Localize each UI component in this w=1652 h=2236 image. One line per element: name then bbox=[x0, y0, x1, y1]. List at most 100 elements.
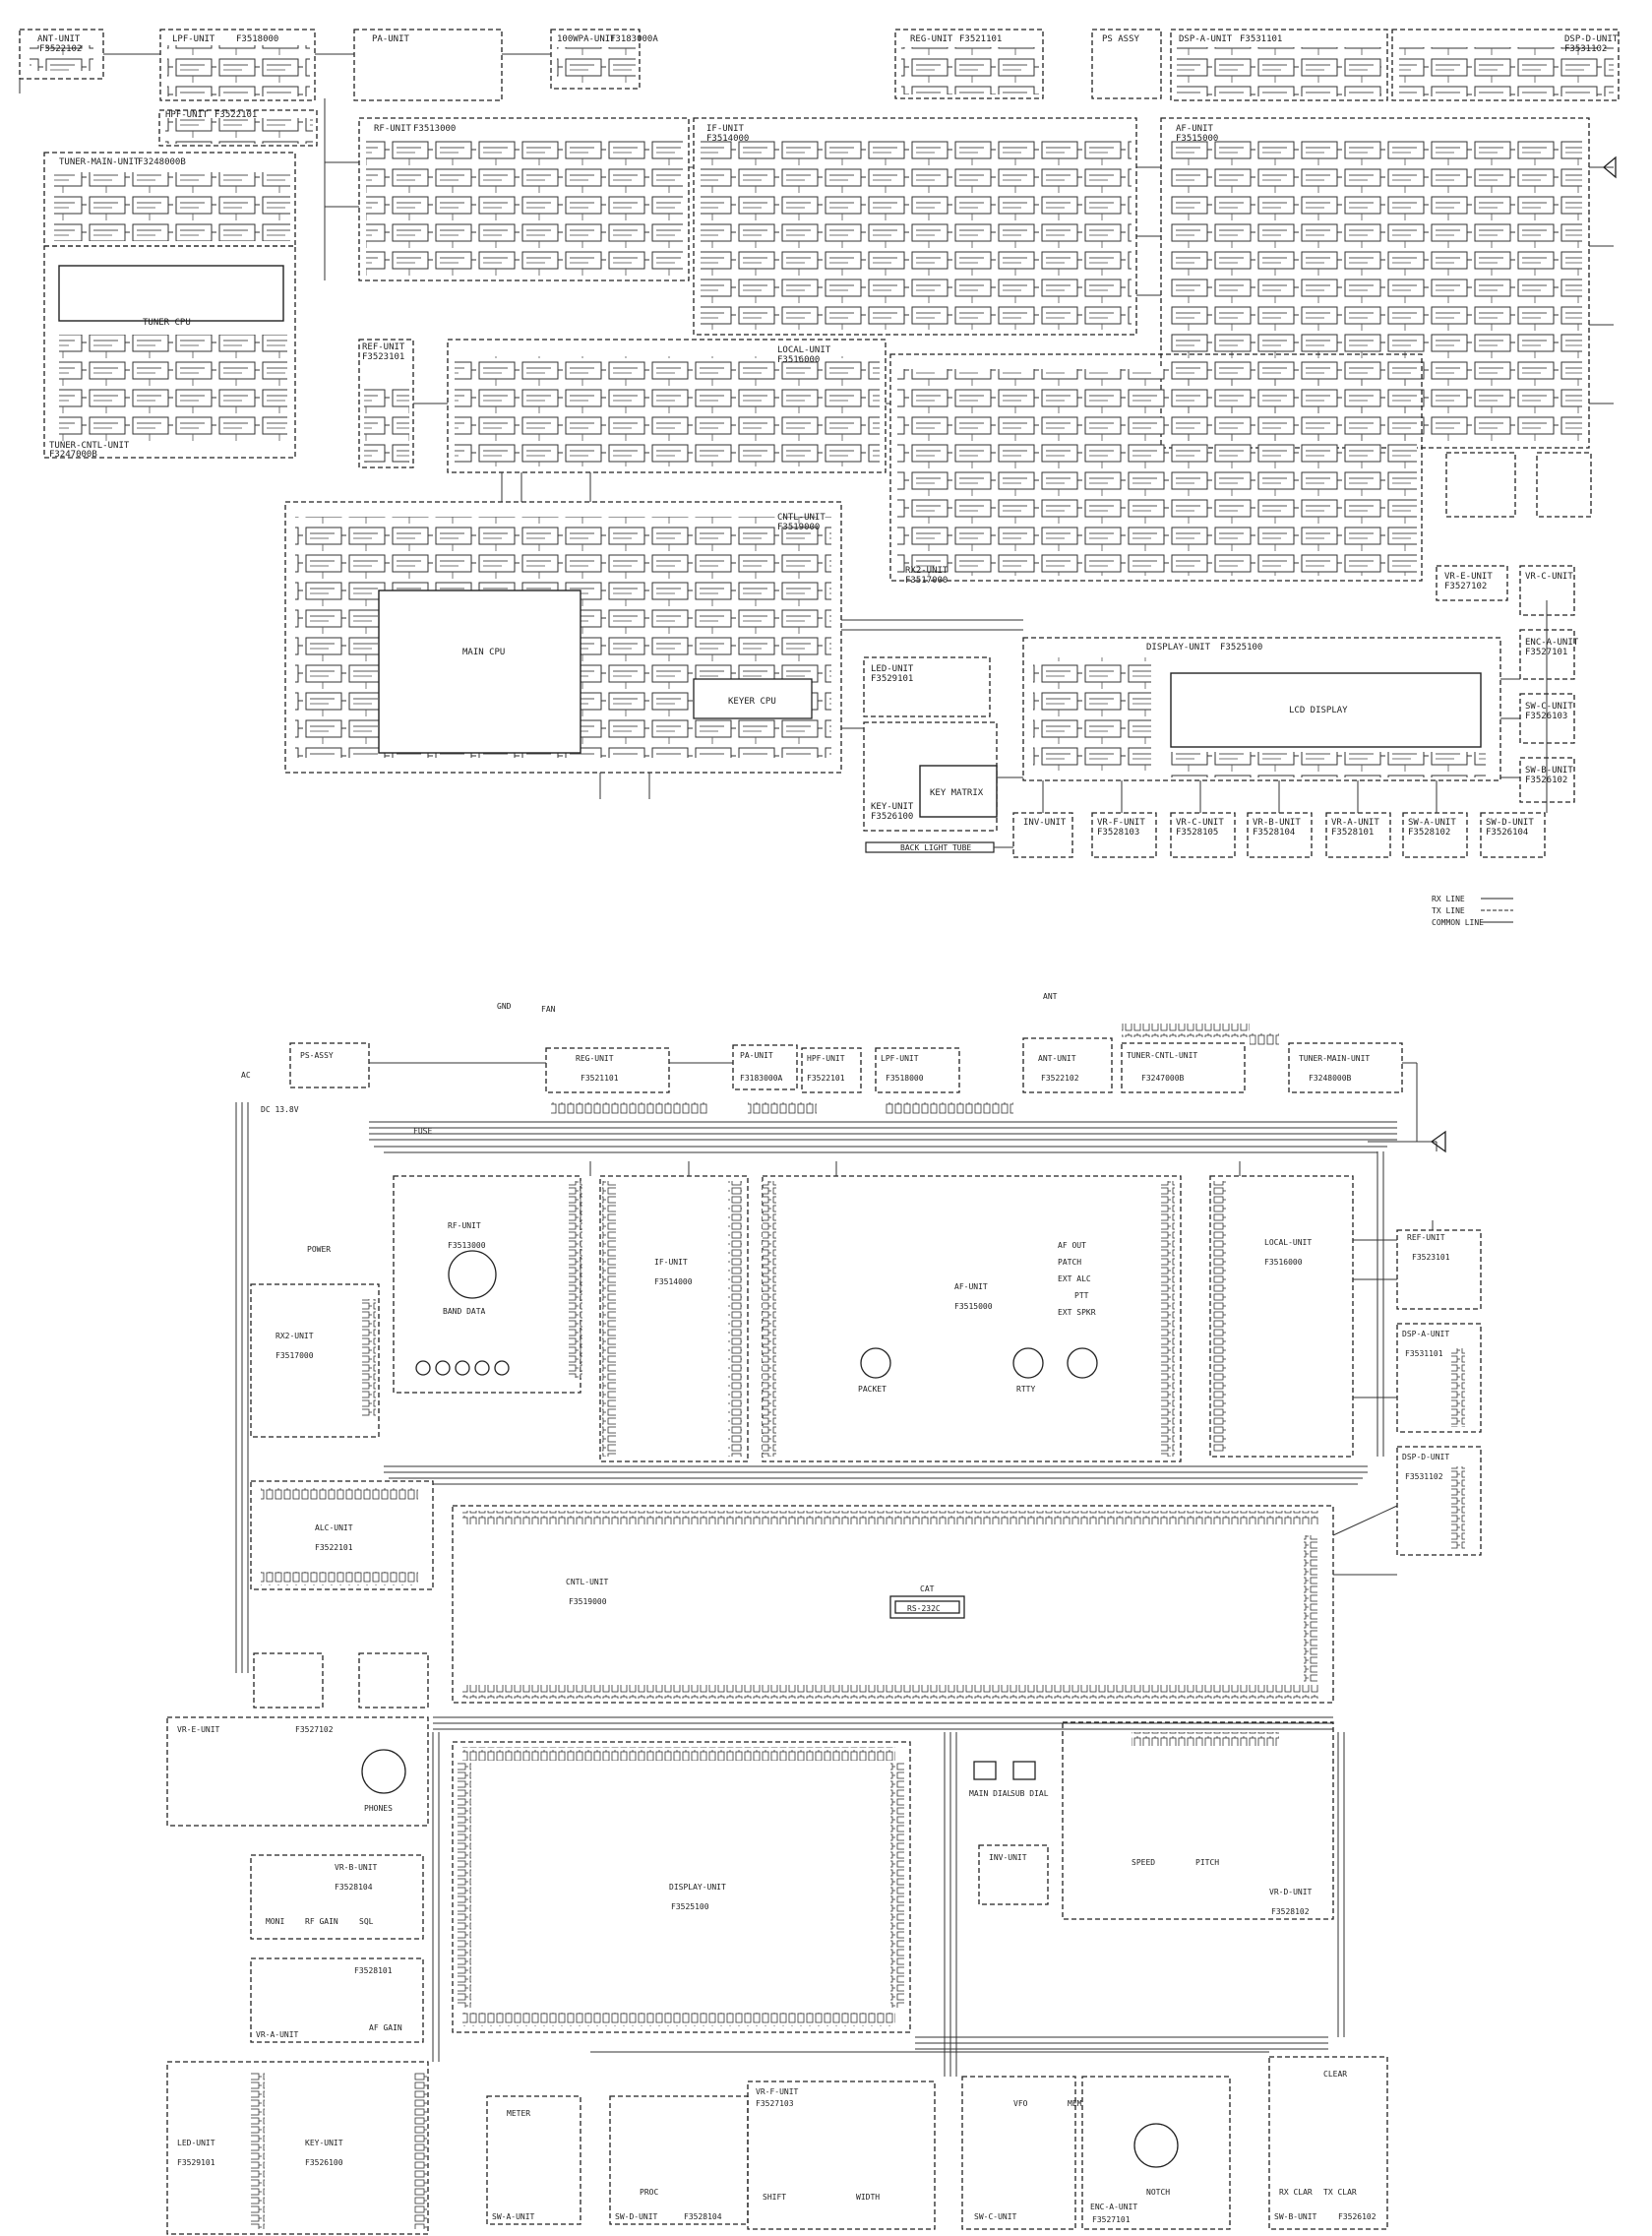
b-label-ps: PS-ASSY bbox=[300, 1051, 334, 1060]
unit-box-led bbox=[863, 656, 991, 717]
label-rx2: RX2-UNIT bbox=[905, 566, 948, 576]
unit-box-b-lpf bbox=[875, 1047, 960, 1093]
unit-box-b-vrd bbox=[1062, 1721, 1334, 1920]
label-disp: DISPLAY-UNIT bbox=[1146, 643, 1211, 652]
b-label-vre: VR-E-UNIT bbox=[177, 1725, 220, 1734]
b-code-local: F3516000 bbox=[1264, 1258, 1303, 1267]
b-label-speed: SPEED bbox=[1132, 1858, 1155, 1867]
unit-box-hpf bbox=[158, 109, 318, 147]
b-label-proc: PROC bbox=[640, 2188, 658, 2197]
unit-box-b-led bbox=[166, 2061, 429, 2235]
code-key: F3526100 bbox=[871, 812, 913, 822]
unit-box-b-swb bbox=[1268, 2056, 1388, 2230]
label-pa100: 100WPA-UNIT bbox=[557, 34, 616, 44]
label-vrc: VR-C-UNIT bbox=[1525, 572, 1573, 582]
b-label-lpf: LPF-UNIT bbox=[881, 1054, 919, 1063]
unit-box-disp bbox=[1022, 637, 1501, 781]
code-pa100: F3183000A bbox=[610, 34, 658, 44]
unit-box-b-vrf-small bbox=[358, 1652, 429, 1708]
b-label-vra: VR-A-UNIT bbox=[256, 2030, 299, 2039]
b-code-rf: F3513000 bbox=[448, 1241, 486, 1250]
unit-box-dspa bbox=[1170, 29, 1388, 101]
unit-box-local bbox=[447, 339, 887, 473]
unit-box-reg bbox=[894, 29, 1044, 99]
b-label-alc: ALC-UNIT bbox=[315, 1523, 353, 1532]
b-code-vrd: F3528102 bbox=[1271, 1907, 1310, 1916]
b-code-cntl: F3519000 bbox=[569, 1597, 607, 1606]
code-hpf: F3522101 bbox=[214, 110, 257, 120]
code-disp: F3525100 bbox=[1220, 643, 1262, 652]
b-code-alc: F3522101 bbox=[315, 1543, 353, 1552]
unit-box-b-if bbox=[599, 1175, 749, 1462]
label-ant: ANT-UNIT bbox=[37, 34, 81, 44]
unit-box-b-dspa bbox=[1396, 1323, 1482, 1433]
code-vrc2: F3528105 bbox=[1176, 828, 1218, 838]
unit-box-swd bbox=[1480, 812, 1546, 858]
b-label-cat: CAT bbox=[920, 1584, 935, 1593]
b-label-rx-clar: RX CLAR bbox=[1279, 2188, 1313, 2197]
label-ps: PS ASSY bbox=[1102, 34, 1140, 44]
b-label-swa: SW-A-UNIT bbox=[492, 2212, 535, 2221]
label-reg: REG-UNIT bbox=[910, 34, 953, 44]
b-label-swd: SW-D-UNIT bbox=[615, 2212, 658, 2221]
b-label-mem: MEM bbox=[1068, 2099, 1082, 2108]
b-label-enca: ENC-A-UNIT bbox=[1090, 2203, 1137, 2211]
b-code-lpf: F3518000 bbox=[886, 1074, 924, 1083]
unit-box-b-ant bbox=[1022, 1037, 1113, 1093]
b-label-local: LOCAL-UNIT bbox=[1264, 1238, 1312, 1247]
code-if: F3514000 bbox=[706, 134, 749, 144]
label-swd: SW-D-UNIT bbox=[1486, 818, 1534, 828]
unit-box-b-swa bbox=[486, 2095, 581, 2225]
unit-box-ps bbox=[1091, 29, 1162, 99]
b-label-swb: SW-B-UNIT bbox=[1274, 2212, 1317, 2221]
label-led: LED-UNIT bbox=[871, 664, 914, 674]
code-led: F3529101 bbox=[871, 674, 913, 684]
bottom-labels: PS-ASSY REG-UNIT F3521101 PA-UNIT F31830… bbox=[177, 992, 1450, 2224]
b-label-fuse: FUSE bbox=[413, 1127, 432, 1136]
code-enca: F3527101 bbox=[1525, 648, 1567, 657]
label-inv: INV-UNIT bbox=[1023, 818, 1067, 828]
b-label-sub-dial: SUB DIAL bbox=[1010, 1789, 1049, 1798]
b-label-inv: INV-UNIT bbox=[989, 1853, 1027, 1862]
unit-box-b-rx2 bbox=[250, 1283, 380, 1438]
legend-tx: TX LINE bbox=[1432, 906, 1465, 915]
unit-box-b-pa bbox=[732, 1044, 798, 1090]
label-cntl: CNTL-UNIT bbox=[777, 513, 826, 523]
b-label-ext-alc: EXT ALC bbox=[1058, 1274, 1091, 1283]
code-dspd: F3531102 bbox=[1564, 44, 1607, 54]
b-label-rf: RF-UNIT bbox=[448, 1221, 481, 1230]
b-label-ant: ANT-UNIT bbox=[1038, 1054, 1076, 1063]
unit-box-b-cntl bbox=[452, 1505, 1334, 1704]
code-tunmain: F3248000B bbox=[138, 157, 186, 167]
b-code-vrb: F3528104 bbox=[335, 1883, 373, 1892]
b-label-af-out: AF OUT bbox=[1058, 1241, 1086, 1250]
b-label-rf-gain: RF GAIN bbox=[305, 1917, 338, 1926]
unit-box-b-vra bbox=[250, 1957, 424, 2043]
b-label-gnd: GND bbox=[497, 1002, 512, 1011]
b-label-meter: METER bbox=[507, 2109, 530, 2118]
label-swb: SW-B-UNIT bbox=[1525, 766, 1573, 776]
unit-box-b-dspd bbox=[1396, 1446, 1482, 1556]
b-label-vrb: VR-B-UNIT bbox=[335, 1863, 378, 1872]
label-af: AF-UNIT bbox=[1176, 124, 1214, 134]
b-label-tuncntl: TUNER-CNTL-UNIT bbox=[1127, 1051, 1197, 1060]
code-lpf: F3518000 bbox=[236, 34, 278, 44]
unit-box-b-ps bbox=[289, 1042, 370, 1088]
legend-common: COMMON LINE bbox=[1432, 918, 1484, 927]
b-label-main-dial: MAIN DIAL bbox=[969, 1789, 1012, 1798]
b-code-led: F3529101 bbox=[177, 2158, 215, 2167]
code-swa: F3528102 bbox=[1408, 828, 1450, 838]
b-code-ref: F3523101 bbox=[1412, 1253, 1450, 1262]
code-swc: F3526103 bbox=[1525, 712, 1567, 721]
unit-box-pa100 bbox=[550, 29, 641, 90]
code-cntl: F3519000 bbox=[777, 523, 820, 532]
unit-box-b-tuncntl bbox=[1121, 1042, 1246, 1093]
unit-box-vrf bbox=[1091, 812, 1157, 858]
b-label-vrd: VR-D-UNIT bbox=[1269, 1888, 1313, 1896]
unit-box-lpf bbox=[159, 29, 316, 101]
b-code-dspd: F3531102 bbox=[1405, 1472, 1443, 1481]
unit-box-b-vre bbox=[166, 1716, 429, 1827]
code-swd: F3526104 bbox=[1486, 828, 1528, 838]
unit-box-vrc2 bbox=[1170, 812, 1236, 858]
